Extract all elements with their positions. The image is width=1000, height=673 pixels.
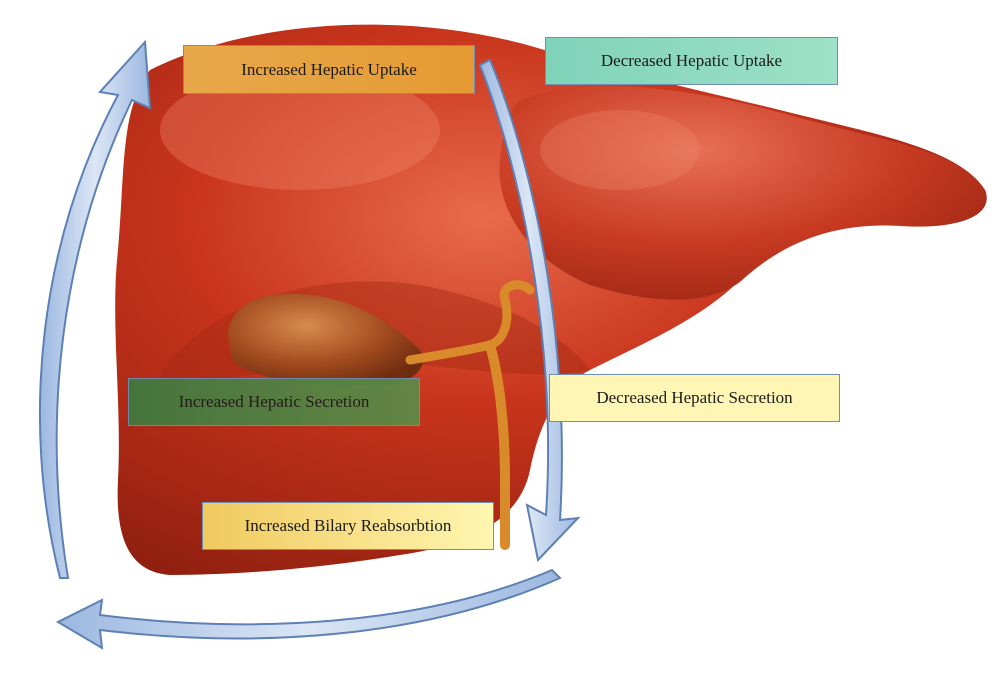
increased-hepatic-secretion-label: Increased Hepatic Secretion: [128, 378, 420, 426]
increased-hepatic-uptake-label: Increased Hepatic Uptake: [183, 45, 475, 94]
curved-arrow-up-icon: [38, 39, 152, 579]
liver-highlight: [160, 70, 440, 190]
bile-duct: [405, 280, 535, 365]
common-bile-duct: [485, 340, 511, 550]
liver-left-lobe: [499, 86, 987, 300]
decreased-hepatic-secretion-label: Decreased Hepatic Secretion: [549, 374, 840, 422]
increased-biliary-reabsorption-label: Increased Bilary Reabsorbtion: [202, 502, 494, 550]
gallbladder: [228, 293, 424, 386]
curved-arrow-left-icon: [55, 568, 562, 650]
curved-arrow-down-icon: [478, 58, 581, 563]
liver-highlight-2: [540, 110, 700, 190]
decreased-hepatic-uptake-label: Decreased Hepatic Uptake: [545, 37, 838, 85]
